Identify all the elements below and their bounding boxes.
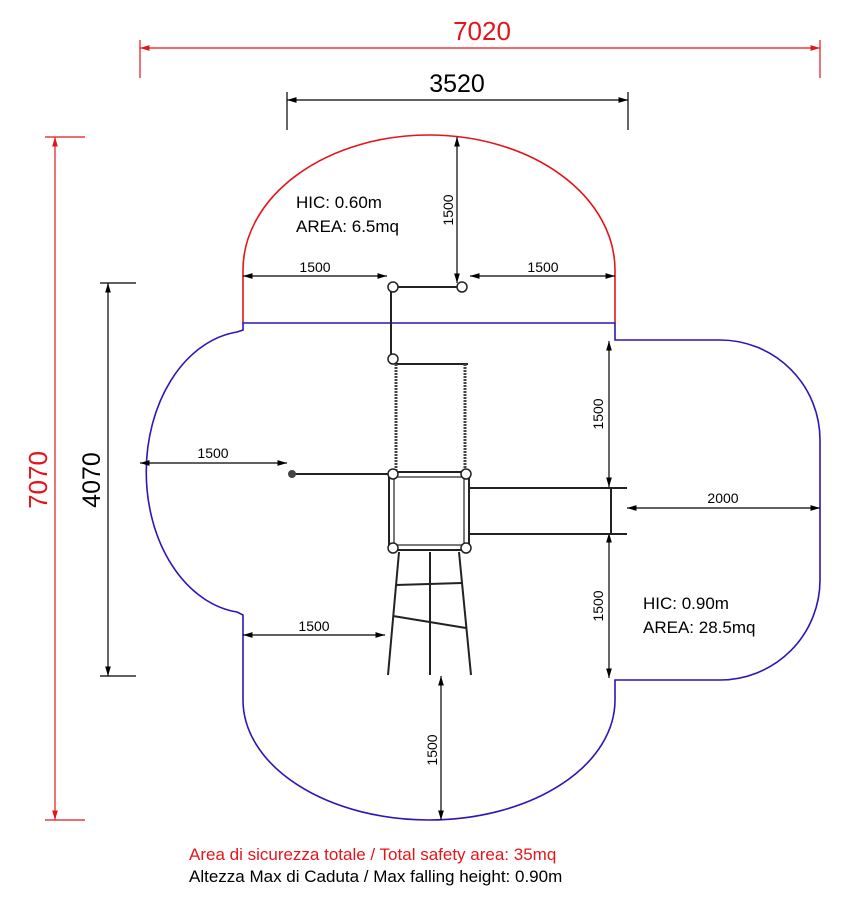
max-falling-height-text: Altezza Max di Caduta / Max falling heig… <box>189 867 562 886</box>
main-safety-zone <box>145 322 821 821</box>
svg-text:1500: 1500 <box>590 398 606 429</box>
svg-text:1500: 1500 <box>440 194 456 225</box>
right-upper-dimension: 1500 <box>590 341 612 487</box>
svg-text:3520: 3520 <box>429 70 485 98</box>
svg-text:1500: 1500 <box>590 590 606 621</box>
main-zone-area: AREA: 28.5mq <box>643 618 755 637</box>
main-zone-hic: HIC: 0.90m <box>643 594 729 613</box>
svg-text:1500: 1500 <box>299 259 330 275</box>
svg-text:1500: 1500 <box>527 259 558 275</box>
top-width-dimension: 3520 <box>286 70 629 130</box>
total-depth-dimension: 7070 <box>23 136 85 821</box>
upper-zone-hic: HIC: 0.60m <box>296 193 382 212</box>
right-slide-dimension: 2000 <box>627 490 820 511</box>
right-lower-dimension: 1500 <box>590 533 612 678</box>
bottom-dimension: 1500 <box>424 676 444 820</box>
svg-text:1500: 1500 <box>424 734 440 765</box>
svg-text:7070: 7070 <box>23 451 53 509</box>
total-safety-area-text: Area di sicurezza totale / Total safety … <box>189 845 556 864</box>
top-clearance-dimension: 1500 <box>440 137 460 283</box>
svg-text:2000: 2000 <box>707 490 738 506</box>
top-left-dimension: 1500 <box>243 259 387 279</box>
svg-text:1500: 1500 <box>197 445 228 461</box>
play-structure <box>288 281 627 676</box>
top-right-dimension: 1500 <box>470 259 615 279</box>
svg-text:4070: 4070 <box>78 452 106 508</box>
upper-safety-zone <box>242 134 616 323</box>
svg-text:1500: 1500 <box>298 618 329 634</box>
left-mid-dimension: 1500 <box>140 445 287 466</box>
left-depth-dimension: 4070 <box>78 282 136 677</box>
upper-zone-area: AREA: 6.5mq <box>296 217 399 236</box>
left-low-dimension: 1500 <box>243 618 385 638</box>
total-width-dimension: 7020 <box>139 16 821 78</box>
svg-text:7020: 7020 <box>453 16 511 46</box>
